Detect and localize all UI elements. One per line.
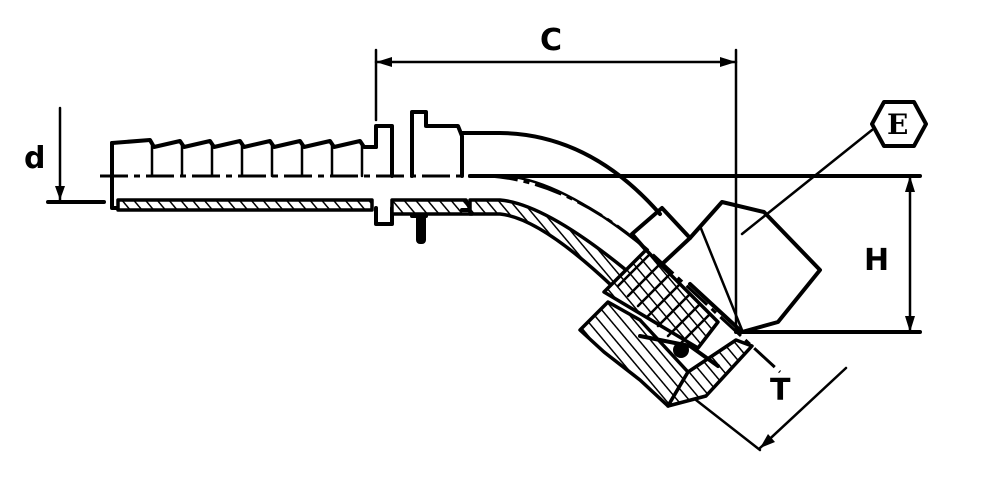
dimension-c-label: C xyxy=(540,23,562,58)
hex-callout-e: E xyxy=(740,100,928,236)
lock-pin xyxy=(416,214,426,244)
dimension-h: H xyxy=(468,174,922,334)
dimension-c: C xyxy=(374,23,738,332)
center-lines xyxy=(100,174,782,374)
dimension-t-label: T xyxy=(770,373,791,408)
swivel-nut xyxy=(578,200,822,408)
hex-callout-e-label: E xyxy=(887,108,908,141)
dimension-d: d xyxy=(24,106,106,204)
hose-stem xyxy=(110,110,474,244)
dimension-d-label: d xyxy=(24,141,45,176)
elbow-bend xyxy=(460,131,662,288)
dimension-h-label: H xyxy=(864,243,889,278)
dimension-t: T xyxy=(694,366,848,452)
barb-rings xyxy=(150,144,364,178)
